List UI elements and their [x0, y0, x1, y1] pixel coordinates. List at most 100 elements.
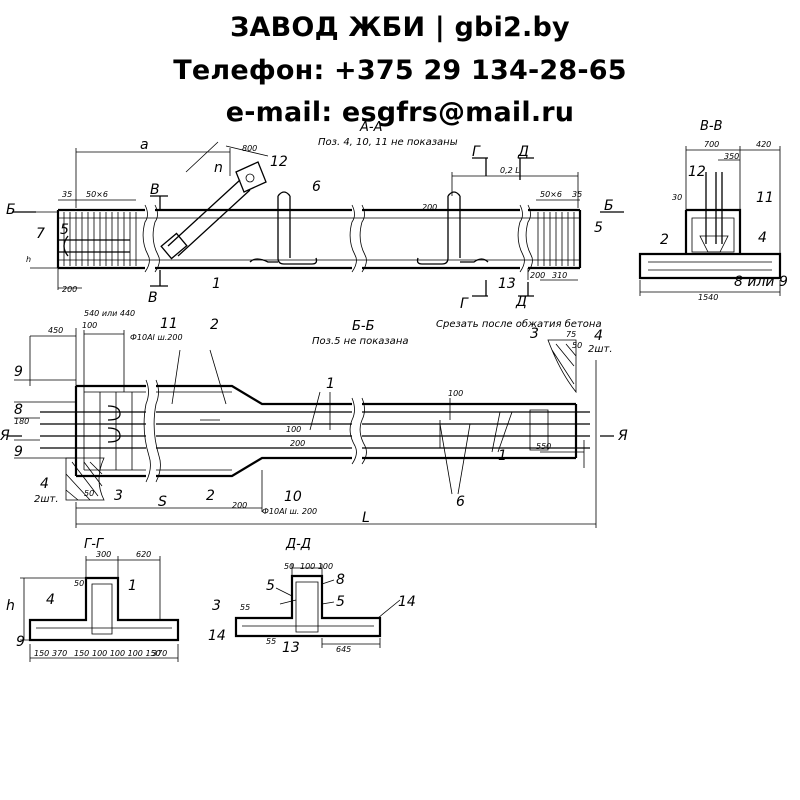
bb-pos-1a: 1 — [326, 376, 335, 392]
dim-35-left: 35 — [62, 190, 72, 199]
dd-dim-645-text: 645 — [336, 645, 351, 654]
break-line-3 — [517, 204, 533, 273]
bb-pos-3-right: 3 — [530, 326, 539, 342]
vv-dim-30: 30 — [672, 193, 682, 202]
cut-label-b-right: Б — [604, 198, 614, 214]
dim-100c: 100 — [286, 425, 301, 434]
cut-label-ya-right: Я — [617, 428, 628, 444]
vv-anchor — [699, 235, 729, 253]
vv-dim-350: 350 — [724, 152, 739, 161]
gg-dim-300: 300 — [96, 550, 111, 559]
dim-100b: 100 — [448, 389, 463, 398]
section-bb-view: Б-Б Поз.5 не показана Срезать после обжа… — [0, 309, 628, 528]
vv-pos-12: 12 — [688, 164, 706, 180]
pos-5-left: 5 — [60, 222, 69, 238]
dd-dim-100: 100 100 — [300, 562, 333, 571]
dd-pos-3: 3 — [212, 598, 221, 614]
dim-550: 550 — [536, 442, 551, 451]
section-bb-title: Б-Б — [352, 319, 375, 334]
gg-dim-top — [85, 556, 161, 620]
leader-1a — [309, 391, 331, 431]
gg-dim-150: 150 — [34, 649, 49, 658]
dd-dim-55b: 55 — [266, 637, 276, 646]
elevation-view: А-А Поз. 4, 10, 11 не показаны — [6, 120, 624, 312]
longitudinal-bars — [58, 217, 580, 261]
dim-L: L — [362, 510, 370, 526]
section-bb-note2: Срезать после обжатия бетона — [436, 318, 602, 330]
dim-50-right: 50 — [572, 341, 582, 350]
bb-pos-11: 11 — [160, 316, 178, 332]
plan-end-plate — [529, 409, 549, 451]
gg-pos-9: 9 — [16, 634, 25, 650]
dd-pos-13: 13 — [282, 640, 300, 656]
cut-label-g-top: Г — [472, 144, 481, 160]
cut-label-v-bot: В — [148, 290, 158, 306]
gg-dim-370b: 370 — [152, 649, 167, 658]
header-email: e-mail: esgfrs@mail.ru — [225, 97, 575, 128]
end-hooks-left — [58, 235, 130, 257]
dim-02L: 0,2 L — [500, 166, 520, 175]
cut-label-v-top: В — [150, 182, 160, 198]
dd-pos-5a: 5 — [266, 578, 275, 594]
dd-pos-5b: 5 — [336, 594, 345, 610]
bb-pos-9b: 9 — [14, 444, 23, 460]
section-dd-view: Д-Д 50 100 100 55 55 645 5 8 5 3 14 14 1… — [208, 537, 416, 656]
gg-dim-50: 50 — [74, 579, 84, 588]
dim-800: 800 — [242, 144, 257, 153]
vv-pos-2: 2 — [660, 232, 669, 248]
dd-pos-14b: 14 — [398, 594, 416, 610]
section-gg-view: Г-Г 300 620 50 150 370 150 100 100 100 1… — [6, 537, 180, 662]
gg-dim-370a: 370 — [52, 649, 67, 658]
break-line-2 — [349, 204, 367, 273]
gg-dim-620: 620 — [136, 550, 151, 559]
pos-5-right: 5 — [594, 220, 603, 236]
dim-550-line — [540, 440, 585, 468]
dim-100: 100 — [82, 321, 97, 330]
bb-pos-4-left: 4 — [40, 476, 49, 492]
plan-hook-loops — [107, 405, 121, 443]
dd-pos-14a: 14 — [208, 628, 226, 644]
lifting-loop-1 — [277, 191, 318, 265]
bb-pos-6: 6 — [456, 494, 465, 510]
vv-dim-700: 700 — [704, 140, 719, 149]
dim-s: S — [158, 494, 167, 510]
bb-pos-4-left-note: 2шт. — [34, 494, 59, 505]
bb-pos-4-right-note: 2шт. — [588, 344, 613, 355]
gg-pos-1: 1 — [128, 578, 137, 594]
vv-pos-8-or-9: 8 или 9 — [734, 274, 788, 290]
dd-outline — [234, 574, 382, 638]
dim-50x6-left: 50×6 — [86, 190, 108, 199]
section-bb-note: Поз.5 не показана — [312, 336, 408, 347]
leader-1b — [491, 411, 513, 453]
gg-dim-bottom — [29, 644, 179, 662]
dim-35-right: 35 — [572, 190, 582, 199]
pos-6: 6 — [312, 179, 321, 195]
vv-pos-4: 4 — [758, 230, 767, 246]
hatch-top-right — [547, 339, 577, 394]
dim-200-left: 200 — [62, 285, 77, 294]
section-dd-title: Д-Д — [285, 537, 311, 552]
dim-540-line — [83, 330, 125, 392]
stirrups-right — [537, 212, 575, 266]
dim-200a: 200 — [232, 501, 247, 510]
elevation-note: Поз. 4, 10, 11 не показаны — [318, 137, 458, 148]
pos-1: 1 — [212, 276, 221, 292]
section-gg-title: Г-Г — [84, 537, 105, 552]
dim-200-bottom: 200 — [530, 271, 545, 280]
rod-anchor-plate — [160, 232, 188, 260]
bb-pos-1b: 1 — [498, 448, 507, 464]
section-vv-title: В-В — [700, 119, 723, 134]
plan-flange-taper — [156, 384, 352, 478]
dim-a: а — [140, 137, 149, 153]
dim-L-line — [75, 360, 597, 528]
cut-label-g-bot: Г — [460, 296, 469, 312]
pos-7: 7 — [36, 226, 45, 242]
dim-200-top: 200 — [422, 203, 437, 212]
dim-75: 75 — [566, 330, 576, 339]
plan-flange-bars — [84, 391, 232, 471]
dim-n: n — [214, 160, 223, 176]
vv-dim-420: 420 — [756, 140, 771, 149]
dim-bar11: Ф10АI ш.200 — [130, 333, 183, 342]
header-company: ЗАВОД ЖБИ | gbi2.by — [230, 12, 570, 43]
